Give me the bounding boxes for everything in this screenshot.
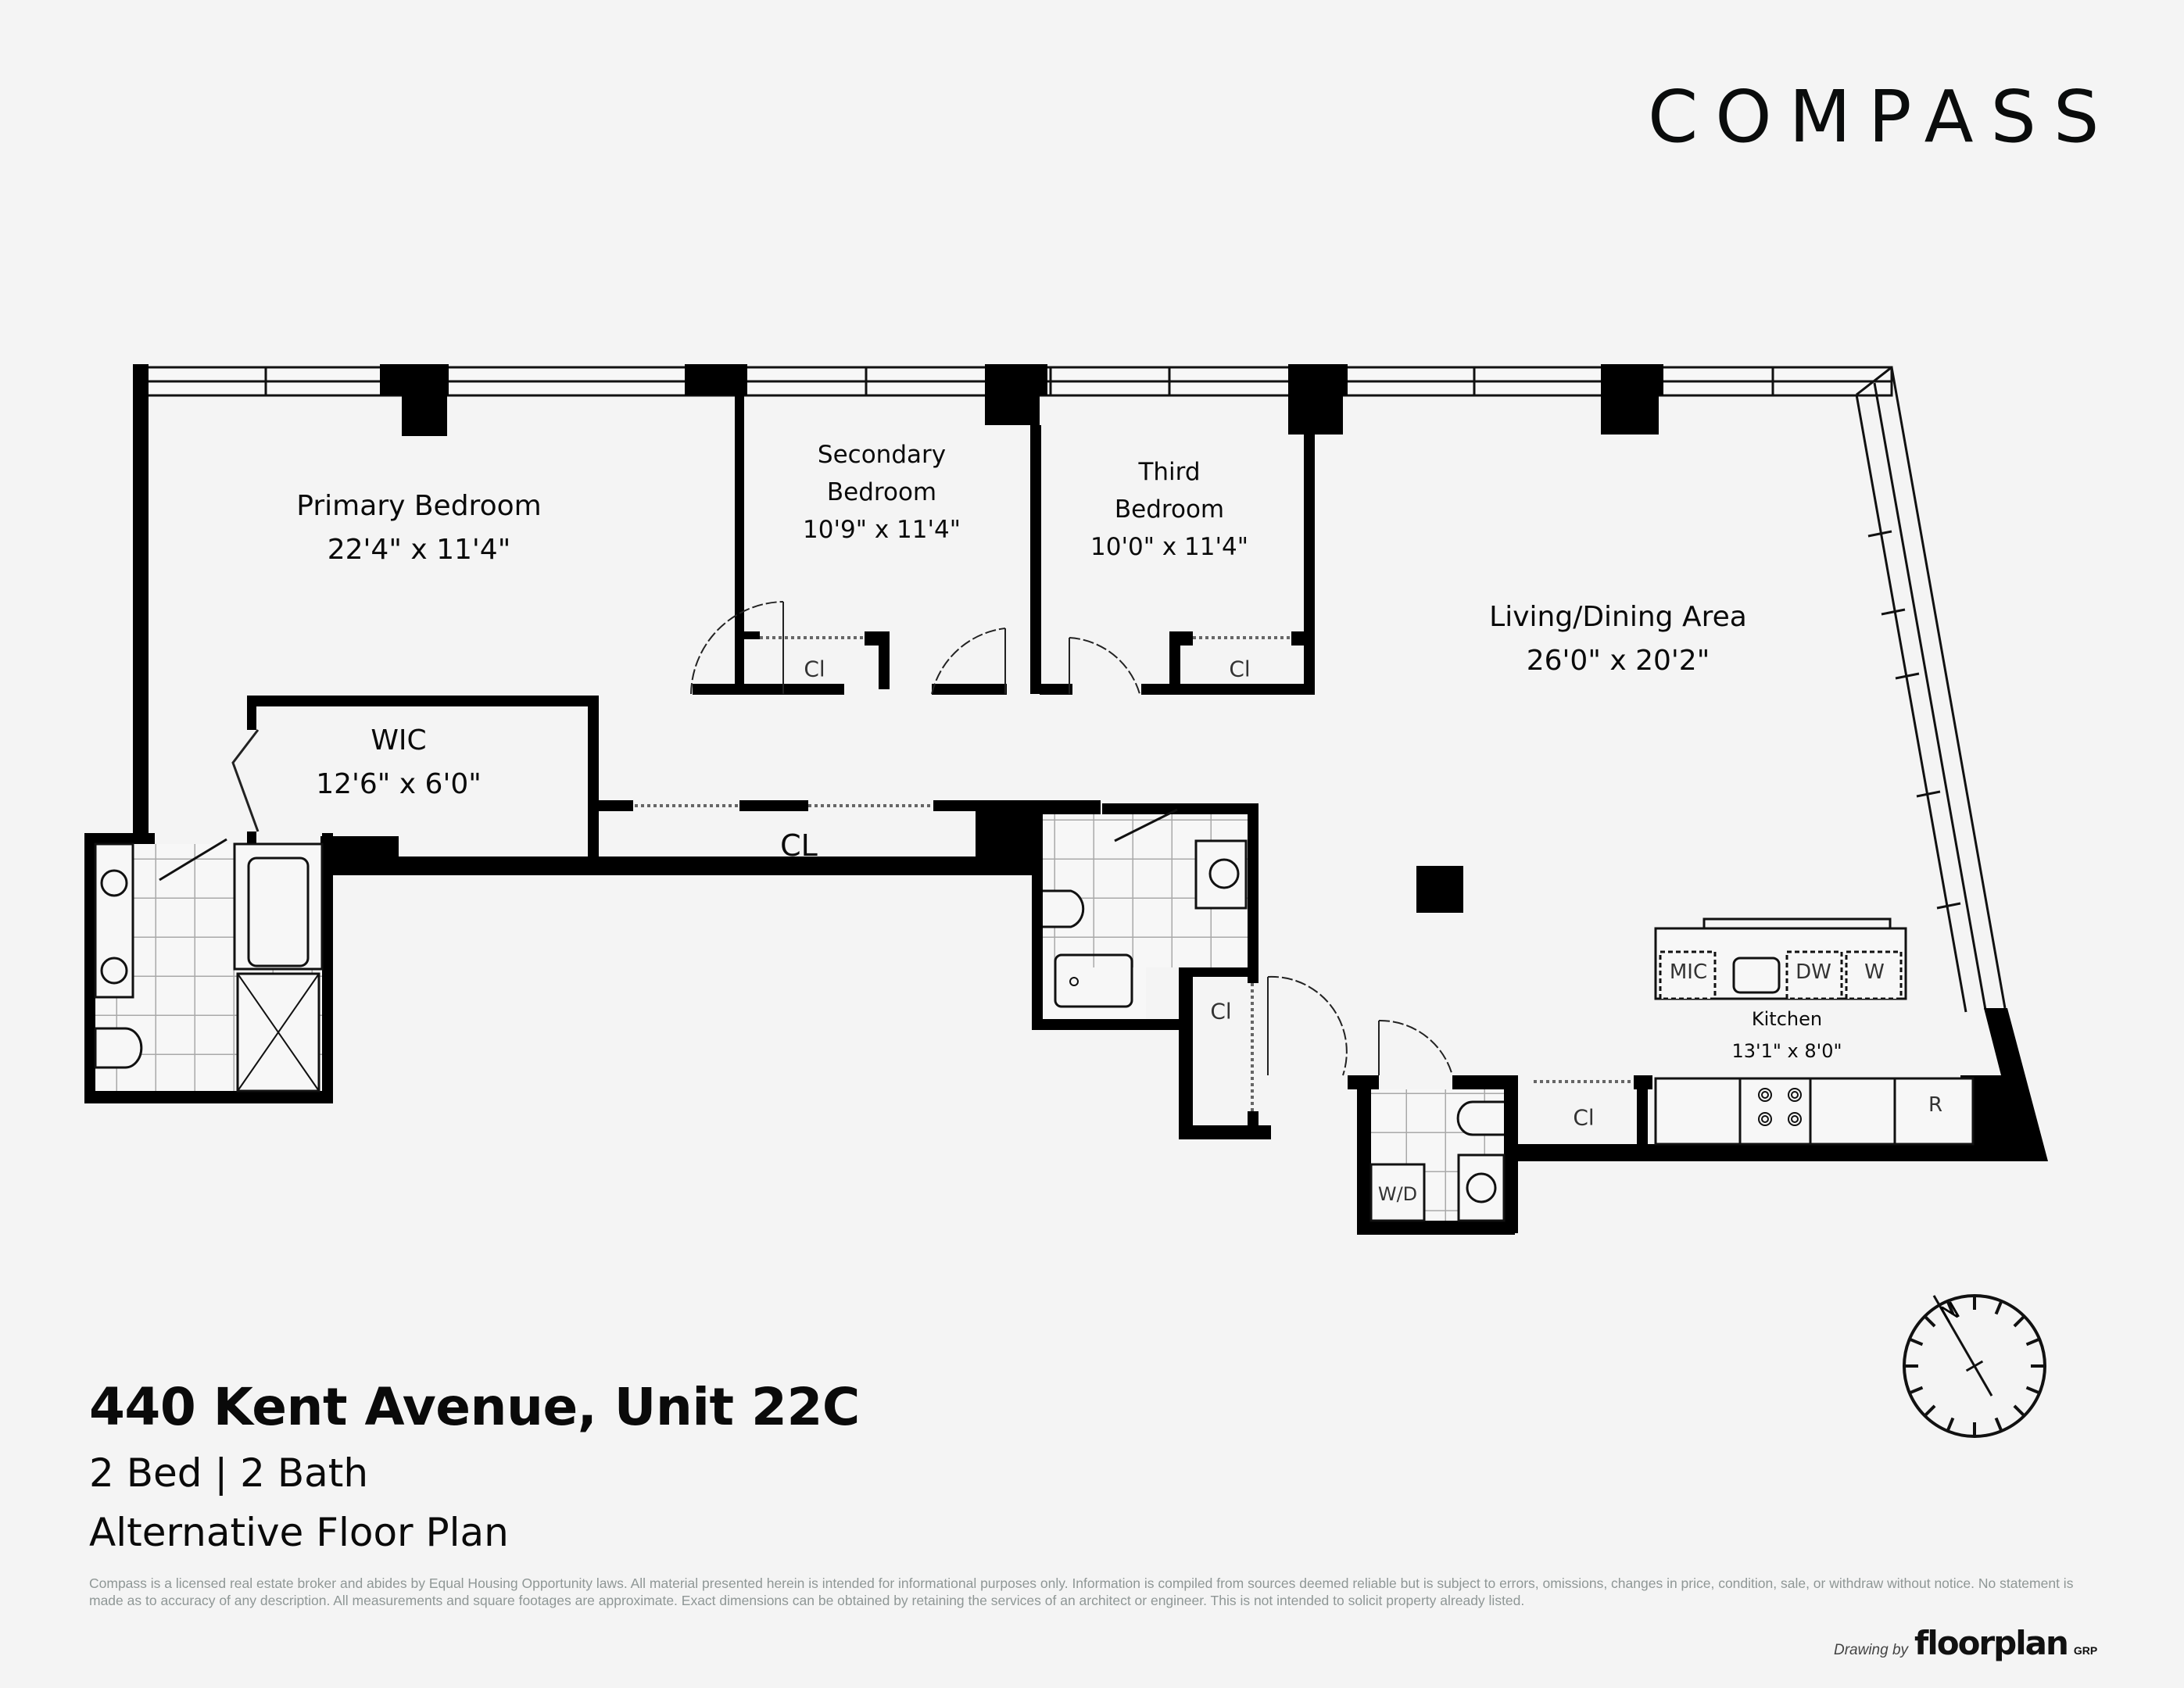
- compass-north-label: N: [1936, 1296, 1965, 1329]
- room-name: Living/Dining Area: [1489, 601, 1747, 633]
- room-dimensions: 26'0" x 20'2": [1526, 644, 1710, 677]
- floorplan-logo: floorplan: [1914, 1624, 2069, 1662]
- kitchen-counters: [1654, 917, 1975, 1146]
- drawing-credit: Drawing by floorplan GRP: [1834, 1624, 2097, 1662]
- room-name: Bedroom: [826, 478, 937, 507]
- washer-dryer-label: W/D: [1377, 1183, 1418, 1205]
- compass-rose-icon: N: [1903, 1294, 2046, 1438]
- room-dimensions: 10'9" x 11'4": [803, 516, 961, 545]
- cooktop-burners: [1758, 1088, 1802, 1126]
- room-secondary-bedroom: Secondary Bedroom 10'9" x 11'4": [803, 436, 961, 549]
- floorplan-logo-suffix: GRP: [2073, 1644, 2098, 1657]
- powder-room: [1369, 1089, 1506, 1222]
- room-name: Primary Bedroom: [296, 490, 542, 522]
- closet-label: Cl: [804, 656, 825, 682]
- microwave-label: MIC: [1669, 960, 1708, 984]
- room-dimensions: 12'6" x 6'0": [316, 767, 482, 800]
- room-name: Kitchen: [1751, 1008, 1823, 1030]
- closet-label: Cl: [1210, 998, 1232, 1025]
- legal-disclaimer: Compass is a licensed real estate broker…: [89, 1575, 2074, 1608]
- room-dimensions: 13'1" x 8'0": [1731, 1039, 1842, 1062]
- swing-doors: [231, 601, 1453, 1076]
- hall-closet-label: CL: [780, 828, 818, 863]
- room-wic: WIC 12'6" x 6'0": [316, 719, 482, 806]
- compass-logo: COMPASS: [1648, 75, 2117, 159]
- room-name: Third: [1138, 458, 1201, 486]
- listing-address: 440 Kent Avenue, Unit 22C: [89, 1377, 860, 1437]
- room-living-dining: Living/Dining Area 26'0" x 20'2": [1489, 595, 1747, 683]
- room-name: Secondary: [817, 441, 947, 469]
- closet-doors: [635, 636, 1634, 1111]
- room-name: WIC: [371, 724, 427, 756]
- primary-bathroom: [94, 838, 324, 1093]
- secondary-bathroom: [1043, 808, 1248, 1019]
- room-dimensions: 22'4" x 11'4": [327, 533, 511, 566]
- room-third-bedroom: Third Bedroom 10'0" x 11'4": [1090, 453, 1248, 566]
- room-primary-bedroom: Primary Bedroom 22'4" x 11'4": [296, 485, 541, 572]
- room-kitchen: Kitchen 13'1" x 8'0": [1731, 1003, 1842, 1068]
- credit-prefix: Drawing by: [1834, 1642, 1909, 1658]
- closet-label: Cl: [1573, 1104, 1595, 1131]
- dishwasher-label: DW: [1796, 960, 1831, 984]
- closet-label: Cl: [1229, 656, 1251, 682]
- refrigerator-label: R: [1928, 1093, 1943, 1117]
- wine-fridge-label: W: [1864, 960, 1885, 984]
- room-name: Bedroom: [1114, 495, 1225, 524]
- east-window-wall: [1855, 366, 2007, 1013]
- listing-plan-type: Alternative Floor Plan: [89, 1510, 509, 1555]
- room-dimensions: 10'0" x 11'4": [1090, 533, 1248, 562]
- listing-beds-baths: 2 Bed | 2 Bath: [89, 1450, 369, 1496]
